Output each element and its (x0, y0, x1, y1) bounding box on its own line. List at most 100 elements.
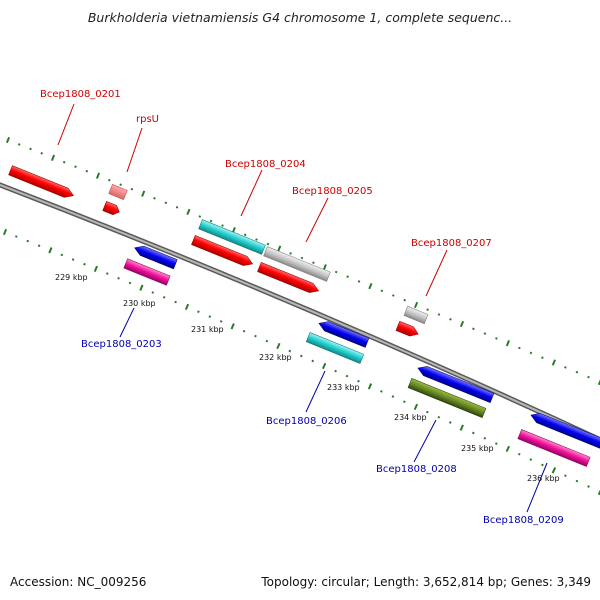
label-0207: Bcep1808_0207 (411, 238, 492, 249)
gene-0209-box[interactable] (517, 429, 591, 467)
track-dot (288, 349, 292, 353)
track-dot (472, 327, 475, 331)
kbp-label-233: 233 kbp (327, 383, 360, 392)
track-dot (128, 281, 132, 285)
track-dot (587, 375, 590, 379)
track-dot (413, 403, 419, 411)
track-dot (597, 488, 600, 496)
gene-0206-box[interactable] (305, 332, 365, 364)
track-dot (459, 320, 465, 328)
leader-0206 (305, 370, 326, 413)
gene-0204-lower-arrow[interactable] (191, 235, 254, 268)
gene-0203-box[interactable] (123, 258, 171, 286)
track-dot (518, 346, 521, 350)
track-dot (62, 160, 66, 164)
track-dot (5, 136, 11, 144)
track-dot (40, 152, 43, 155)
leader-0205 (305, 197, 329, 243)
label-0206: Bcep1808_0206 (266, 416, 347, 427)
gene-rpsU-small-arrow[interactable] (102, 201, 122, 216)
track-dot (448, 421, 452, 424)
track-dot (198, 215, 202, 218)
track-dot (174, 300, 177, 304)
track-dot (17, 143, 21, 146)
track-dot (219, 320, 223, 323)
track-dot (551, 467, 557, 474)
track-dot (221, 224, 224, 227)
gene-0205-box[interactable] (263, 246, 331, 282)
track-dot (505, 340, 510, 347)
gene-0209-arrow[interactable] (529, 410, 600, 450)
gene-0203-arrow[interactable] (133, 243, 178, 270)
track-dot (597, 378, 600, 386)
label-0205: Bcep1808_0205 (292, 186, 373, 197)
track-dot (255, 238, 258, 241)
gene-0205-lower-arrow[interactable] (257, 262, 320, 295)
label-0209: Bcep1808_0209 (483, 515, 564, 526)
track-dot (368, 282, 373, 290)
track-dot (50, 154, 56, 161)
gene-0201-arrow[interactable] (8, 165, 76, 201)
track-dot (276, 342, 281, 350)
track-dot (322, 264, 327, 271)
track-dot (119, 183, 122, 186)
label-0203: Bcep1808_0203 (81, 339, 162, 350)
gene-0206-arrow[interactable] (317, 319, 370, 348)
track-dot (321, 362, 327, 370)
leader-0209 (526, 462, 548, 513)
leader-0204 (240, 169, 263, 217)
track-dot (380, 390, 383, 393)
track-dot (74, 165, 77, 168)
track-dot (151, 291, 155, 294)
track-dot (449, 317, 452, 321)
kbp-label-232: 232 kbp (259, 353, 292, 362)
track-dot (391, 395, 395, 398)
track-dot (208, 315, 212, 318)
leader-0208 (413, 419, 437, 463)
track-dot (494, 442, 498, 445)
track-dot (357, 379, 360, 383)
track-dot (334, 270, 338, 274)
track-dot (209, 219, 213, 223)
track-dot (29, 147, 32, 151)
track-dot (459, 424, 464, 431)
track-dot (71, 258, 75, 261)
track-dot (162, 295, 166, 299)
track-dot (164, 201, 168, 205)
track-dot (37, 244, 41, 248)
track-dot (108, 178, 111, 182)
accession-text: Accession: NC_009256 (10, 575, 147, 589)
kbp-label-230: 230 kbp (123, 299, 156, 308)
track-dot (437, 313, 441, 316)
outer-dotted-track (5, 136, 600, 386)
kbp-label-234: 234 kbp (394, 413, 427, 422)
leader-0201 (57, 103, 75, 146)
track-dot (289, 252, 292, 255)
track-dot (414, 301, 419, 309)
track-dot (197, 310, 200, 314)
gene-0207-box[interactable] (403, 305, 429, 325)
gene-rpsU-box[interactable] (108, 184, 128, 200)
track-dot (551, 359, 556, 366)
inner-dotted-track (2, 228, 600, 496)
track-dot (437, 415, 441, 419)
track-dot (265, 339, 269, 343)
gene-0207-lower-arrow[interactable] (395, 320, 420, 339)
topology-summary-text: Topology: circular; Length: 3,652,814 bp… (261, 575, 591, 589)
track-dot (346, 275, 349, 279)
track-dot (186, 208, 191, 216)
leader-rpsU (126, 127, 143, 173)
track-dot (334, 369, 337, 373)
track-dot (153, 196, 156, 200)
track-dot (141, 190, 146, 197)
gene-0204-box[interactable] (198, 219, 266, 255)
chromosome-backbone (0, 182, 600, 443)
track-dot (266, 242, 270, 246)
gene-0208-box[interactable] (407, 378, 487, 418)
track-dot (14, 235, 18, 238)
track-dot (483, 436, 487, 440)
track-dot (2, 228, 8, 236)
gene-0208-arrow[interactable] (416, 363, 495, 403)
track-dot (184, 303, 190, 311)
